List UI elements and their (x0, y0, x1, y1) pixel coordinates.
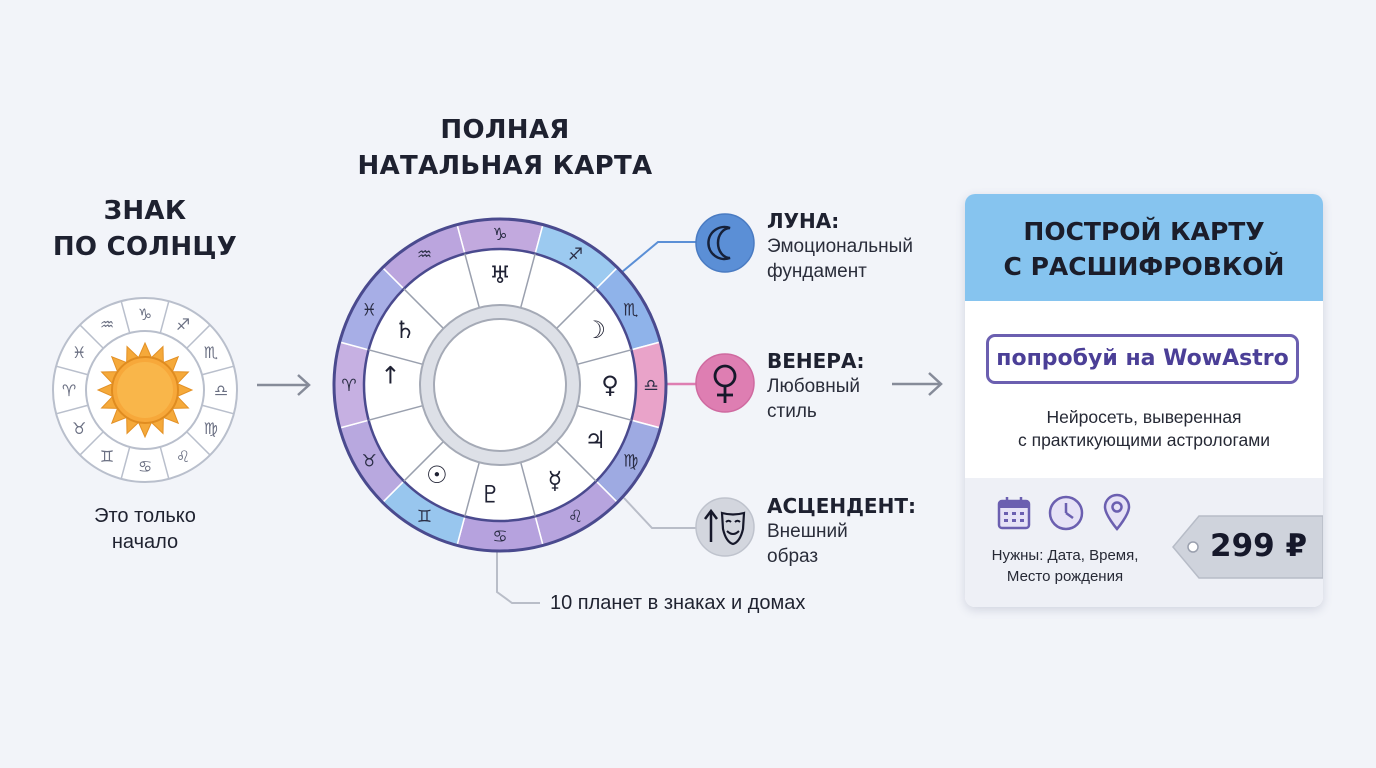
sun-sign-title: ЗНАК ПО СОЛНЦУ (30, 193, 260, 265)
calendar-icon (997, 497, 1031, 530)
required-data-note: Нужны: Дата, Время, Место рождения (965, 545, 1165, 587)
cta-card-description-line2: с практикующими астрологами (1017, 430, 1271, 450)
sun-wheel-sign-glyph: ♓ (72, 343, 86, 362)
natal-chart-title-line2: НАТАЛЬНАЯ КАРТА (357, 151, 653, 181)
sun-wheel-sign-glyph: ♊ (100, 447, 114, 466)
clock-icon (1048, 495, 1084, 531)
moon-callout-line2: фундамент (767, 261, 867, 282)
zodiac-wheel-with-sun-icon: ♑ ♐ ♏ ♎ ♍ ♌ ♋ ♊ ♉ ♈ ♓ ♒ (52, 297, 238, 483)
cta-card-description-line1: Нейросеть, выверенная (1046, 407, 1242, 427)
price-value: 299 ₽ (1210, 528, 1308, 564)
chart-sign-glyph: ♐ (568, 245, 583, 265)
sun-wheel-sign-glyph: ♎ (214, 381, 228, 400)
sun-wheel-sign-glyph: ♏ (204, 343, 218, 362)
venus-callout-line1: Любовный (767, 376, 861, 397)
sun-wheel-sign-glyph: ♈ (62, 381, 76, 400)
location-pin-icon (1103, 493, 1131, 531)
chart-sign-glyph: ♍ (623, 452, 638, 472)
ascendant-callout-line2: образ (767, 546, 819, 567)
try-wowastro-button[interactable]: попробуй на WowAstro (986, 334, 1299, 384)
sun-wheel-sign-glyph: ♒ (100, 315, 114, 334)
chart-sign-glyph: ♎ (643, 376, 658, 396)
chart-planet-glyph: ♇ (480, 481, 502, 509)
sun-wheel-sign-glyph: ♋ (138, 457, 152, 476)
natal-chart-footnote: 10 планет в знаках и домах (550, 592, 806, 614)
cta-card-footer: Нужны: Дата, Время, Место рождения 299 ₽ (965, 478, 1323, 607)
price-tag-icon (1172, 515, 1323, 579)
chart-sign-glyph: ♑ (492, 225, 507, 245)
chart-sign-glyph: ♏ (623, 301, 638, 321)
chart-planet-glyph: ♅ (489, 261, 511, 289)
chart-sign-glyph: ♌ (568, 507, 583, 527)
venus-callout-line2: стиль (767, 401, 817, 422)
moon-icon (695, 213, 755, 273)
sun-wheel-sign-glyph: ♌ (176, 447, 190, 466)
chart-planet-glyph: ↑ (380, 361, 400, 389)
ascendant-callout-title: АСЦЕНДЕНТ: (767, 494, 916, 518)
ascendant-callout-text: АСЦЕНДЕНТ: Внешний образ (767, 493, 947, 569)
venus-callout-title: ВЕНЕРА: (767, 349, 865, 373)
venus-icon (695, 353, 755, 413)
chart-planet-glyph: ☉ (426, 461, 448, 489)
chart-planet-glyph: ♃ (585, 426, 607, 454)
ascendant-callout-line1: Внешний (767, 521, 848, 542)
chart-sign-glyph: ♉ (362, 452, 377, 472)
cta-card-title: ПОСТРОЙ КАРТУ С РАСШИФРОВКОЙ (965, 214, 1323, 284)
cta-card-title-line1: ПОСТРОЙ КАРТУ (1023, 217, 1265, 246)
natal-chart-wheel: ♑ ♐ ♏ ♎ ♍ ♌ ♋ ♊ ♉ ♈ ♓ ♒ ♅ ☽ ♀ ♃ ☿ ♇ ☉ ♄ ↑ (332, 217, 668, 553)
sun-wheel-sign-glyph: ♉ (72, 419, 86, 438)
arrow-right-icon (257, 374, 311, 396)
natal-chart-title: ПОЛНАЯ НАТАЛЬНАЯ КАРТА (330, 112, 680, 184)
sun-sign-caption-line1: Это только (94, 505, 196, 527)
sun-sign-title-line1: ЗНАК (103, 196, 187, 226)
sun-wheel-sign-glyph: ♍ (204, 419, 218, 438)
chart-sign-glyph: ♓ (362, 301, 377, 321)
sun-wheel-sign-glyph: ♐ (176, 315, 190, 334)
venus-callout-text: ВЕНЕРА: Любовный стиль (767, 348, 927, 424)
chart-planet-glyph: ♀ (601, 371, 619, 399)
cta-card-header (965, 194, 1323, 301)
sun-sign-caption: Это только начало (40, 503, 250, 555)
chart-sign-glyph: ♒ (417, 245, 432, 265)
chart-sign-glyph: ♊ (417, 507, 432, 527)
natal-chart-title-line1: ПОЛНАЯ (440, 115, 570, 145)
moon-callout-line1: Эмоциональный (767, 236, 913, 257)
sun-sign-title-line2: ПО СОЛНЦУ (52, 232, 238, 262)
required-data-note-line2: Место рождения (1006, 568, 1124, 585)
sun-wheel-sign-glyph: ♑ (138, 305, 152, 324)
moon-callout-title: ЛУНА: (767, 209, 840, 233)
cta-card-title-line2: С РАСШИФРОВКОЙ (1003, 252, 1285, 281)
sun-sign-caption-line2: начало (111, 531, 179, 553)
chart-planet-glyph: ☽ (585, 316, 607, 344)
cta-card-description: Нейросеть, выверенная с практикующими ас… (965, 406, 1323, 452)
chart-planet-glyph: ♄ (394, 316, 416, 344)
ascendant-mask-icon (695, 497, 755, 557)
chart-planet-glyph: ☿ (548, 466, 563, 494)
required-data-note-line1: Нужны: Дата, Время, (991, 547, 1139, 564)
moon-callout-text: ЛУНА: Эмоциональный фундамент (767, 208, 957, 284)
cta-card: ПОСТРОЙ КАРТУ С РАСШИФРОВКОЙ попробуй на… (965, 194, 1323, 607)
chart-sign-glyph: ♋ (492, 527, 507, 547)
chart-sign-glyph: ♈ (341, 376, 356, 396)
